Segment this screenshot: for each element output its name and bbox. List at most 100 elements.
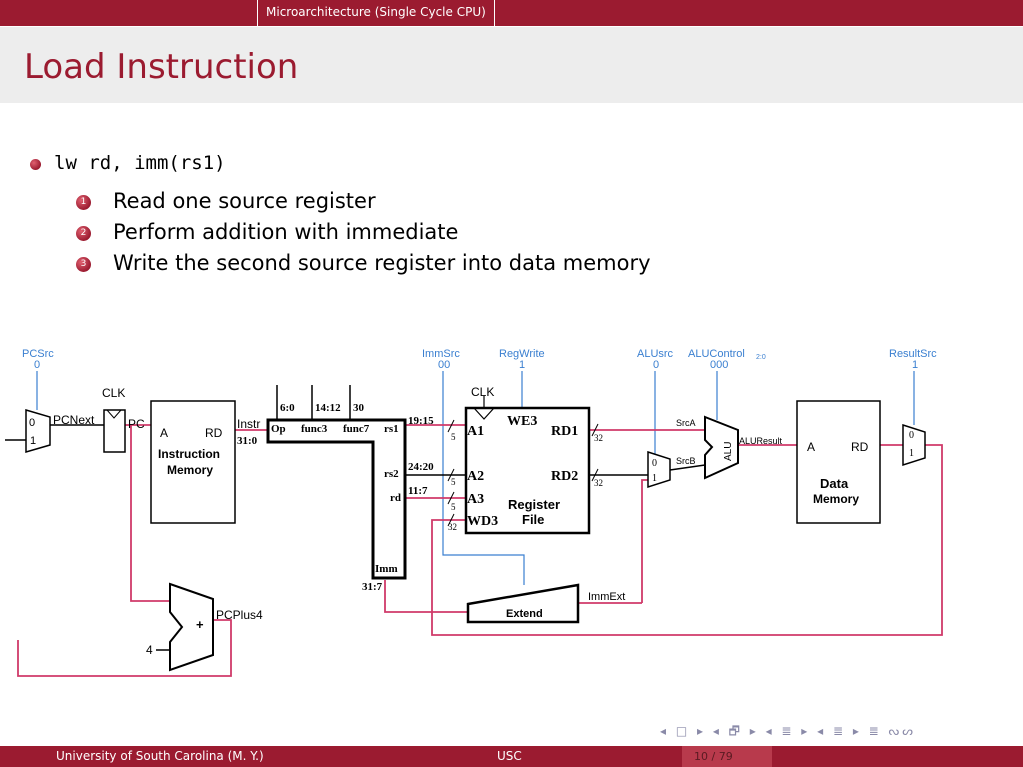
dmem-a-label: A [807,440,815,454]
imm-field: Imm [375,563,398,575]
pc-mux [25,409,51,453]
alusrc-label: ALUsrc [637,348,674,360]
instruction-decoder [266,418,407,580]
pcplus4-label: PCPlus4 [216,608,263,622]
step-number-icon: 2 [76,226,91,241]
regwrite-value: 1 [519,359,525,371]
pcsrc-value: 0 [34,359,40,371]
step-text: Write the second source register into da… [113,251,651,275]
regfile-a3: A3 [467,492,484,507]
alucontrol-label: ALUControl [688,348,745,360]
resultsrc-label: ResultSrc [889,348,937,360]
imem-title: Instruction [158,447,220,461]
imem-rd-label: RD [205,426,223,440]
regfile-rd2: RD2 [551,469,578,484]
bits-24-20: 24:20 [408,461,434,473]
instruction-memory [150,400,236,524]
constant-four: 4 [146,643,153,657]
mux-input-1: 1 [30,435,36,447]
mux-input-1: 1 [652,473,657,484]
step-number-icon: 3 [76,257,91,272]
immsrc-label: ImmSrc [422,348,460,360]
regfile-we3: WE3 [507,414,537,429]
clk-label: CLK [102,386,125,400]
datapath-diagram: PCSrc 0 ImmSrc 00 RegWrite 1 ALUsrc 0 AL… [5,348,943,677]
bullet-icon [30,159,41,170]
bits-11-7: 11:7 [408,485,428,497]
section-title[interactable]: Microarchitecture (Single Cycle CPU) [257,0,495,26]
title-bar: Load Instruction [0,27,1023,103]
extend-unit [466,583,580,624]
alucontrol-value: 000 [710,359,728,371]
register-file [464,406,591,535]
step-number-icon: 1 [76,195,91,210]
alu [704,415,739,480]
dmem-title: Data [820,476,849,491]
alucontrol-sub: 2:0 [756,354,766,361]
bits-31-7: 31:7 [362,581,383,593]
pc-adder [169,582,214,672]
dmem-rd-label: RD [851,440,869,454]
srcb-mux [647,450,671,489]
rs1-field: rs1 [384,423,399,435]
step-text: Read one source register [113,189,376,213]
bus-width: 32 [594,433,603,443]
regfile-a2: A2 [467,469,484,484]
mux-input-1: 1 [909,448,914,459]
instr-label: Instr [237,417,260,431]
bits-14-12: 14:12 [315,402,341,414]
rs2-field: rs2 [384,468,399,480]
regfile-a1: A1 [467,424,484,439]
regfile-title: File [522,512,544,527]
bus-width: 32 [448,522,457,532]
bits-19-15: 19:15 [408,415,434,427]
footer-institution: USC [497,749,522,763]
aluresult-label: ALUResult [739,436,783,446]
regwrite-label: RegWrite [499,348,545,360]
op-field: Op [271,423,286,435]
dmem-title: Memory [813,492,859,506]
resultsrc-value: 1 [912,359,918,371]
bits-6-0: 6:0 [280,402,295,414]
bus-width: 5 [451,477,456,487]
imem-a-label: A [160,426,168,440]
section-bar: Microarchitecture (Single Cycle CPU) [0,0,1023,26]
main-bullet: lw rd, imm(rs1) [54,152,226,174]
pc-label: PC [128,417,145,431]
regfile-title: Register [508,497,560,512]
result-mux [902,423,926,467]
regfile-rd1: RD1 [551,424,578,439]
mux-input-0: 0 [652,458,657,469]
pc-register [103,409,126,453]
mux-input-0: 0 [29,417,35,429]
func3-field: func3 [301,423,328,435]
immsrc-value: 00 [438,359,450,371]
instr-bits: 31:0 [237,435,258,447]
imem-title: Memory [167,463,213,477]
slide-title: Load Instruction [24,47,299,87]
adder-plus-label: + [196,617,204,632]
footer-university: University of South Carolina (M. Y.) [56,749,264,763]
extend-label: Extend [506,608,543,620]
footer-bar: University of South Carolina (M. Y.) USC… [0,746,1023,767]
clk-label: CLK [471,385,494,399]
beamer-navigation[interactable]: ◂ □ ▸ ◂ 🗗 ▸ ◂ ≣ ▸ ◂ ≣ ▸ ≣ ᔓᔕ [660,724,916,738]
step-text: Perform addition with immediate [113,220,459,244]
bits-30: 30 [353,402,365,414]
func7-field: func7 [343,423,370,435]
alu-label: ALU [723,442,734,461]
alusrc-value: 0 [653,359,659,371]
pcsrc-label: PCSrc [22,348,54,360]
page-number: 10 / 79 [682,746,772,767]
srcb-label: SrcB [676,456,696,466]
data-memory [796,400,881,524]
immext-label: ImmExt [588,591,625,603]
bus-width: 5 [451,502,456,512]
rd-field: rd [390,492,401,504]
pcnext-label: PCNext [53,413,95,427]
regfile-wd3: WD3 [467,514,498,529]
bus-width: 5 [451,432,456,442]
mux-input-0: 0 [909,430,914,441]
bus-width: 32 [594,478,603,488]
srca-label: SrcA [676,418,696,428]
